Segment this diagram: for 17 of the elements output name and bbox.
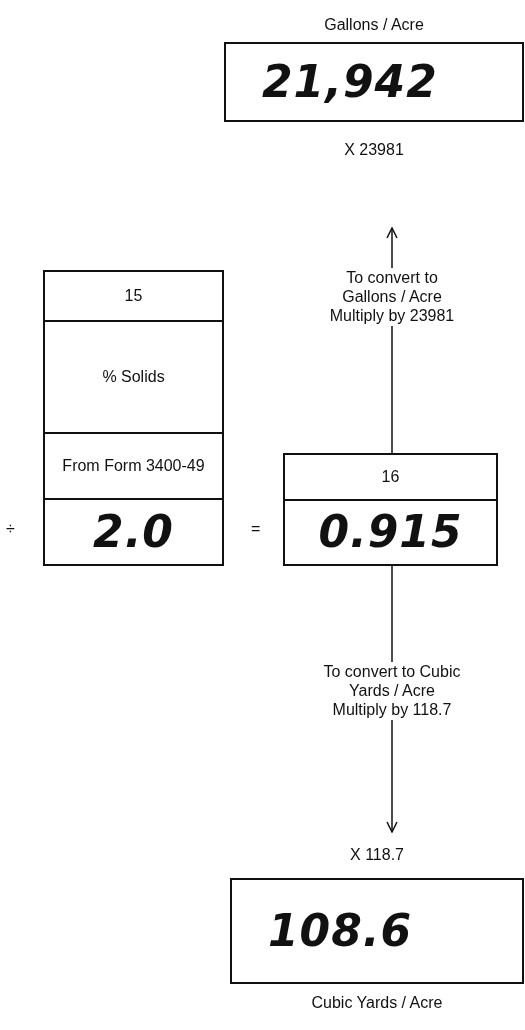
field-label: % Solids	[102, 367, 165, 387]
divide-sign: ÷	[6, 520, 15, 538]
form-box	[43, 270, 224, 566]
handwritten-value: 21,942	[262, 55, 438, 109]
multiplier-text: X 23981	[344, 140, 404, 160]
unit-heading: Gallons / Acre	[324, 15, 424, 35]
handwritten-value: 108.6	[268, 904, 413, 958]
line-number: 16	[381, 467, 400, 487]
form-box	[283, 453, 498, 566]
source-note: From Form 3400-49	[62, 456, 205, 476]
handwritten-value: 2.0	[93, 505, 174, 559]
edge-label: To convert to Cubic Yards / Acre Multiply by 118.7	[322, 662, 462, 720]
handwritten-value: 0.915	[318, 506, 463, 559]
equals-sign: =	[251, 520, 261, 538]
line-number: 15	[124, 286, 143, 306]
multiplier-text: X 118.7	[350, 845, 404, 865]
unit-label: Cubic Yards / Acre	[311, 993, 443, 1013]
